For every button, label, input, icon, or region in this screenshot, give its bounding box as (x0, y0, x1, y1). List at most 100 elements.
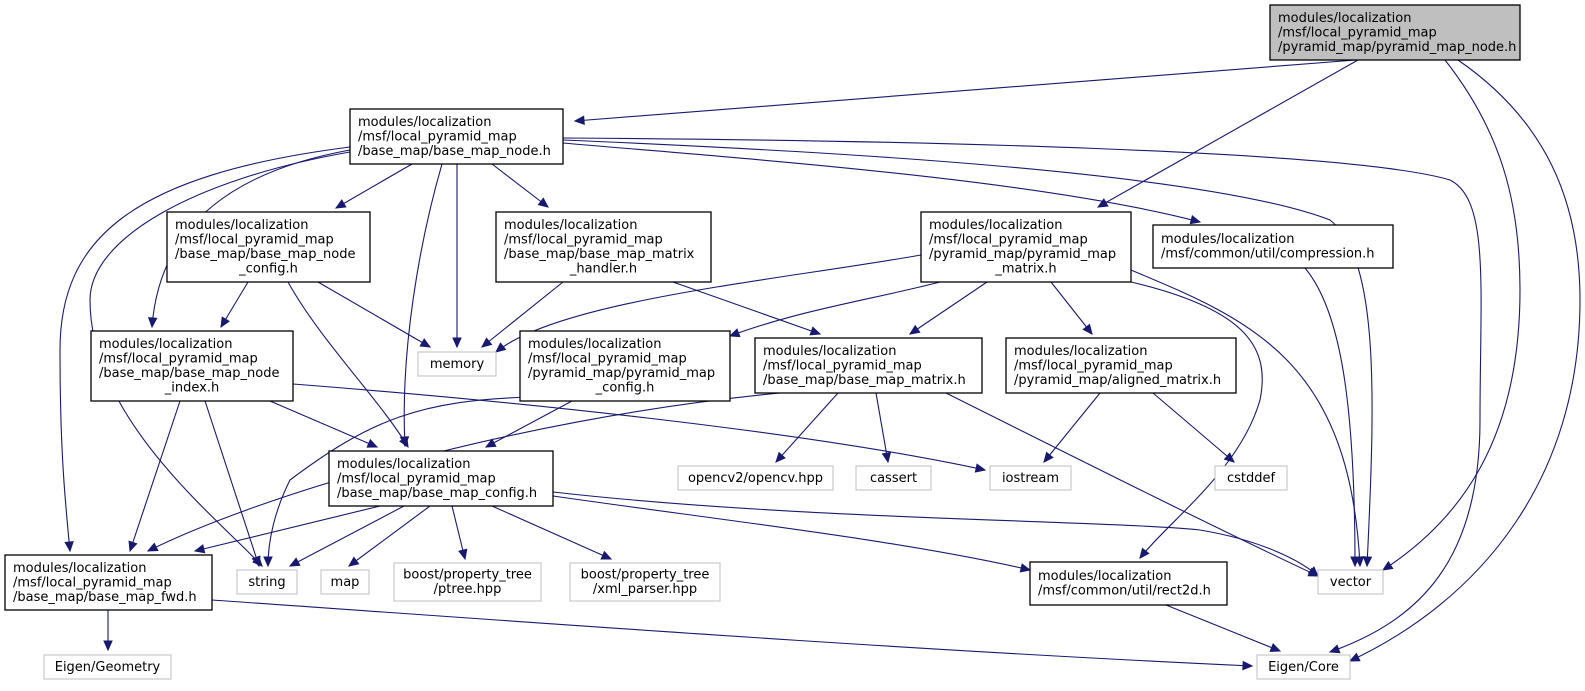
node-label-line: boost/property_tree (403, 568, 532, 583)
node-ptree[interactable]: boost/property_tree/ptree.hpp (393, 562, 542, 602)
node-box (166, 211, 371, 283)
node-box (754, 337, 983, 394)
node-bmnc[interactable]: modules/localization/msf/local_pyramid_m… (166, 211, 371, 283)
node-bmn[interactable]: modules/localization/msf/local_pyramid_m… (349, 108, 564, 165)
node-cassert[interactable]: cassert (855, 465, 932, 491)
node-box (328, 450, 554, 507)
edge-bmn-to-core (562, 137, 1482, 654)
edge-bmm-to-opencv (775, 392, 839, 463)
node-memory[interactable]: memory (417, 351, 497, 377)
node-label-line: /msf/local_pyramid_map (929, 233, 1088, 248)
node-label-line: vector (1330, 575, 1372, 590)
edge-line (1165, 604, 1281, 652)
node-geometry[interactable]: Eigen/Geometry (43, 654, 172, 680)
edge-bmn-to-bmmh (491, 163, 549, 208)
node-xml[interactable]: boost/property_tree/xml_parser.hpp (569, 562, 721, 602)
node-label-line: cassert (870, 471, 917, 486)
arrowhead (147, 317, 158, 329)
node-pmm[interactable]: modules/localization/msf/local_pyramid_m… (920, 211, 1132, 283)
node-label-line: /base_map/base_map_matrix.h (763, 373, 966, 388)
node-label-line: /xml_parser.hpp (593, 582, 697, 597)
edge-bmc-to-ptree (451, 505, 468, 561)
arrowhead (908, 324, 921, 335)
node-label-line: /base_map/base_map_node (175, 247, 355, 262)
node-pmn[interactable]: modules/localization/msf/local_pyramid_m… (1269, 4, 1521, 61)
arrowhead (288, 557, 301, 567)
node-box (1029, 561, 1228, 606)
node-box (1214, 465, 1288, 491)
node-cstddef[interactable]: cstddef (1214, 465, 1288, 491)
edge-pmm-to-pmc (728, 281, 941, 338)
node-label-line: /msf/common/util/rect2d.h (1038, 584, 1211, 599)
node-box (320, 569, 370, 595)
arrowhead (1082, 323, 1093, 335)
edge-line (562, 142, 1201, 223)
arrowhead (1328, 644, 1341, 654)
edge-bmn-to-bmnc (334, 163, 413, 209)
node-label-line: /msf/local_pyramid_map (13, 575, 172, 590)
node-label-line: _handler.h (569, 262, 637, 277)
edge-pmn-to-core (1348, 59, 1581, 662)
node-box (1005, 337, 1237, 394)
node-box (4, 554, 213, 611)
node-bmm[interactable]: modules/localization/msf/local_pyramid_m… (754, 337, 983, 394)
arrowhead (1381, 560, 1394, 571)
edge-line (269, 400, 378, 448)
edge-line (1130, 281, 1263, 559)
node-map[interactable]: map (320, 569, 370, 595)
edge-line (1382, 59, 1521, 571)
edge-pmm-to-rect2d (1130, 281, 1263, 559)
node-opencv[interactable]: opencv2/opencv.hpp (677, 465, 834, 491)
node-string[interactable]: string (236, 569, 298, 595)
edge-line (485, 400, 573, 448)
edge-line (562, 137, 1482, 653)
edge-bmm-to-cassert (875, 392, 892, 464)
node-fwd[interactable]: modules/localization/msf/local_pyramid_m… (4, 554, 213, 611)
arrowhead (452, 337, 462, 349)
edge-bmc-to-string (288, 505, 405, 567)
node-label-line: map (331, 575, 360, 590)
edge-line (267, 396, 533, 567)
arrowhead (1350, 556, 1360, 568)
arrowhead (251, 555, 261, 568)
edge-line (204, 400, 260, 567)
nodes-layer: modules/localization/msf/local_pyramid_m… (4, 4, 1521, 680)
node-label-line: /base_map/base_map_fwd.h (13, 590, 197, 605)
edge-fwd-to-geometry (103, 610, 113, 652)
node-core[interactable]: Eigen/Core (1256, 654, 1351, 680)
node-label-line: modules/localization (528, 337, 661, 352)
node-vector[interactable]: vector (1317, 569, 1384, 595)
node-label-line: /msf/local_pyramid_map (528, 352, 687, 367)
node-comp[interactable]: modules/localization/msf/common/util/com… (1152, 224, 1394, 269)
node-bmni[interactable]: modules/localization/msf/local_pyramid_m… (90, 330, 294, 402)
node-label-line: modules/localization (1278, 11, 1411, 26)
arrowhead (1043, 451, 1054, 463)
node-box (569, 562, 721, 602)
node-iostream[interactable]: iostream (989, 465, 1072, 491)
node-rect2d[interactable]: modules/localization/msf/common/util/rec… (1029, 561, 1228, 606)
edge-line (1130, 269, 1361, 567)
arrowhead (481, 337, 493, 348)
arrowhead (220, 316, 230, 329)
edge-line (672, 281, 821, 335)
edge-line (403, 163, 443, 447)
edge-line (317, 281, 431, 348)
node-box (495, 211, 712, 283)
node-label-line: string (248, 575, 285, 590)
edge-pmn-to-pmm (1096, 59, 1359, 208)
node-am[interactable]: modules/localization/msf/local_pyramid_m… (1005, 337, 1237, 394)
node-label-line: /msf/common/util/compression.h (1161, 247, 1375, 262)
node-pmc[interactable]: modules/localization/msf/local_pyramid_m… (519, 330, 731, 402)
arrowhead (1269, 643, 1282, 652)
edge-line (1043, 392, 1101, 463)
node-label-line: _matrix.h (994, 262, 1056, 277)
arrowhead (600, 550, 613, 560)
edges-layer (59, 59, 1581, 671)
node-bmc[interactable]: modules/localization/msf/local_pyramid_m… (328, 450, 554, 507)
node-bmmh[interactable]: modules/localization/msf/local_pyramid_m… (495, 211, 712, 283)
arrowhead (348, 556, 360, 567)
edge-line (574, 59, 1357, 122)
arrowhead (484, 438, 497, 448)
